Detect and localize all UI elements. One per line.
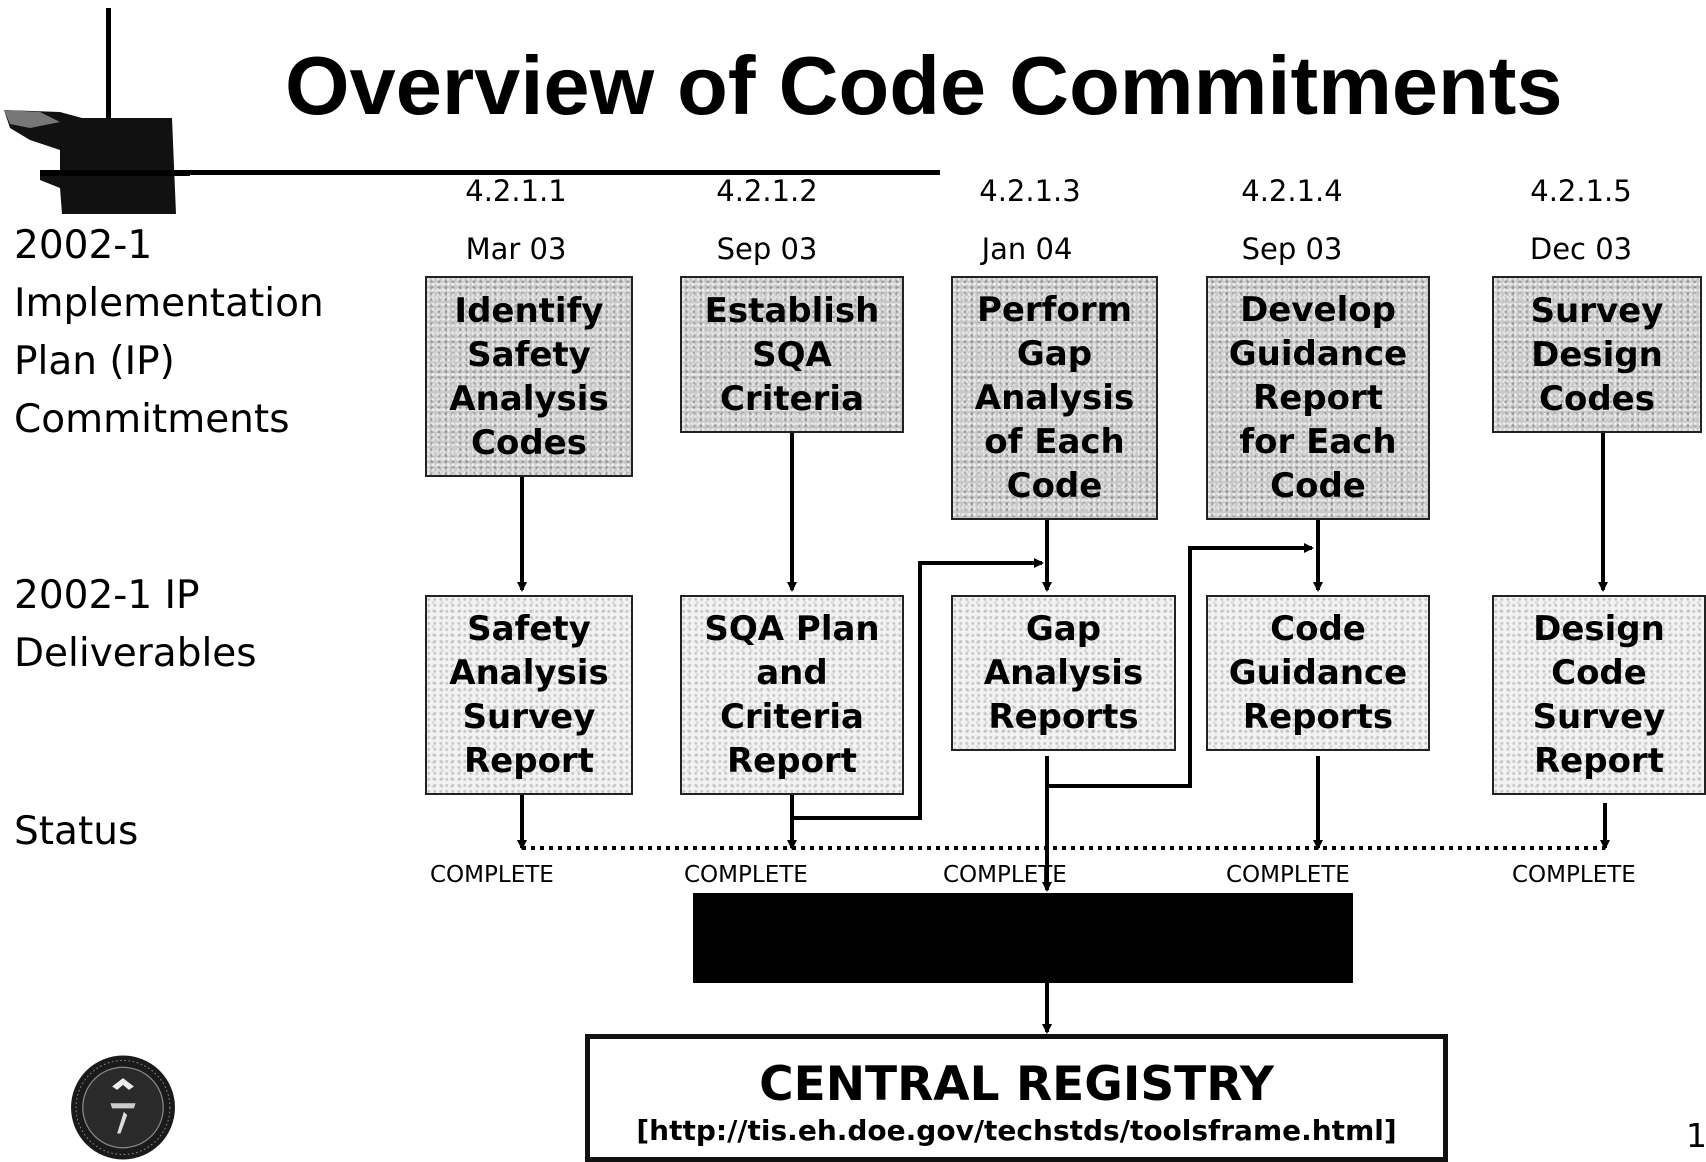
commitment-box-line: Design: [1531, 334, 1663, 375]
status-label: COMPLETE: [1226, 862, 1350, 888]
column-date: Jan 04: [981, 232, 1073, 266]
header-rule: [100, 170, 940, 175]
commitment-box-line: Establish: [704, 290, 880, 331]
status-label: COMPLETE: [684, 862, 808, 888]
column-date: Dec 03: [1529, 232, 1633, 266]
column-number: 4.2.1.1: [465, 174, 567, 208]
deliverable-box-line: Safety: [467, 609, 591, 649]
row-label-deliverables: 2002-1 IP Deliverables: [14, 567, 257, 683]
page-title: Overview of Code Commitments: [285, 39, 1563, 132]
commitment-box-line: for Each: [1239, 422, 1397, 462]
deliverable-box-line: Criteria: [719, 697, 865, 737]
column-number: 4.2.1.4: [1241, 174, 1343, 208]
page-number: 1: [1686, 1116, 1706, 1155]
commitment-box-line: Survey: [1530, 290, 1664, 331]
commitment-box-line: Analysis: [974, 378, 1135, 418]
deliverable-box-line: Code: [1551, 653, 1647, 693]
commitment-box-line: Guidance: [1228, 334, 1408, 374]
row-label-commitments-line: 2002-1: [14, 223, 153, 268]
central-registry-box: CENTRAL REGISTRY [http://tis.eh.doe.gov/…: [585, 1034, 1448, 1162]
commitment-box-line: SQA: [752, 334, 832, 375]
deliverable-box-line: Report: [464, 741, 594, 781]
commitment-box: Develop Guidance Report for Each Code: [1206, 276, 1430, 520]
commitment-box-line: Report: [1253, 378, 1383, 418]
status-label: COMPLETE: [430, 862, 554, 888]
commitment-box-line: Code: [1006, 466, 1103, 506]
commitment-box: Perform Gap Analysis of Each Code: [951, 276, 1158, 520]
deliverable-box-line: Gap: [1025, 609, 1102, 649]
commitment-box-line: Perform: [976, 290, 1133, 330]
deliverable-box: Gap Analysis Reports: [951, 595, 1176, 751]
redaction-bar: [693, 893, 1353, 983]
deliverable-box: Safety Analysis Survey Report: [425, 595, 633, 795]
deliverable-box: Code Guidance Reports: [1206, 595, 1430, 751]
deliverable-box-line: Guidance: [1228, 653, 1408, 693]
deliverable-box-line: Survey: [1532, 697, 1666, 737]
deliverable-box-line: Reports: [988, 697, 1139, 737]
row-label-commitments-line: Implementation: [14, 281, 324, 326]
commitment-box: Survey Design Codes: [1492, 276, 1702, 433]
column-number: 4.2.1.2: [716, 174, 818, 208]
commitment-box: Establish SQA Criteria: [680, 276, 904, 433]
row-label-commitments-line: Commitments: [14, 397, 290, 442]
status-label: COMPLETE: [943, 862, 1067, 888]
deliverable-box-line: Report: [727, 741, 857, 781]
row-label-commitments: 2002-1 Implementation Plan (IP) Commitme…: [14, 217, 324, 449]
row-label-status: Status: [14, 809, 139, 854]
commitment-box-line: Codes: [1539, 378, 1655, 419]
commitment-box-line: Safety: [467, 334, 591, 375]
column-date: Sep 03: [1241, 232, 1343, 266]
column-date: Mar 03: [465, 232, 567, 266]
commitment-box-line: Criteria: [719, 378, 865, 419]
deliverable-box: SQA Plan and Criteria Report: [680, 595, 904, 795]
status-label: COMPLETE: [1512, 862, 1636, 888]
arrow-connector: [790, 558, 1044, 820]
commitment-box-line: Code: [1270, 466, 1366, 506]
row-label-commitments-line: Plan (IP): [14, 339, 175, 384]
commitment-box-line: Develop: [1240, 290, 1396, 330]
registry-title: CENTRAL REGISTRY: [759, 1057, 1274, 1112]
deliverable-box-line: SQA Plan: [704, 609, 880, 649]
deliverable-box-line: Analysis: [983, 653, 1144, 693]
column-number: 4.2.1.3: [979, 174, 1081, 208]
commitment-box: Identify Safety Analysis Codes: [425, 276, 633, 477]
column-number: 4.2.1.5: [1530, 174, 1632, 208]
row-label-deliverables-line: 2002-1 IP: [14, 573, 200, 618]
commitment-box-line: Codes: [471, 422, 587, 463]
registry-url: [http://tis.eh.doe.gov/techstds/toolsfra…: [636, 1114, 1397, 1147]
deliverable-box: Design Code Survey Report: [1492, 595, 1706, 795]
commitment-box-line: Identify: [454, 290, 604, 331]
doe-seal-icon: [71, 1055, 175, 1160]
deliverable-box-line: Survey: [462, 697, 596, 737]
commitment-box-line: Gap: [1016, 334, 1093, 374]
commitment-box-line: Analysis: [449, 378, 609, 419]
deliverable-box-line: Design: [1533, 609, 1665, 649]
deliverable-box-line: Report: [1534, 741, 1664, 781]
deliverable-box-line: and: [756, 653, 828, 693]
column-date: Sep 03: [716, 232, 818, 266]
row-label-deliverables-line: Deliverables: [14, 631, 257, 676]
commitment-box-line: of Each: [984, 422, 1125, 462]
deliverable-box-line: Code: [1270, 609, 1366, 649]
deliverable-box-line: Analysis: [449, 653, 609, 693]
deliverable-box-line: Reports: [1242, 697, 1394, 737]
